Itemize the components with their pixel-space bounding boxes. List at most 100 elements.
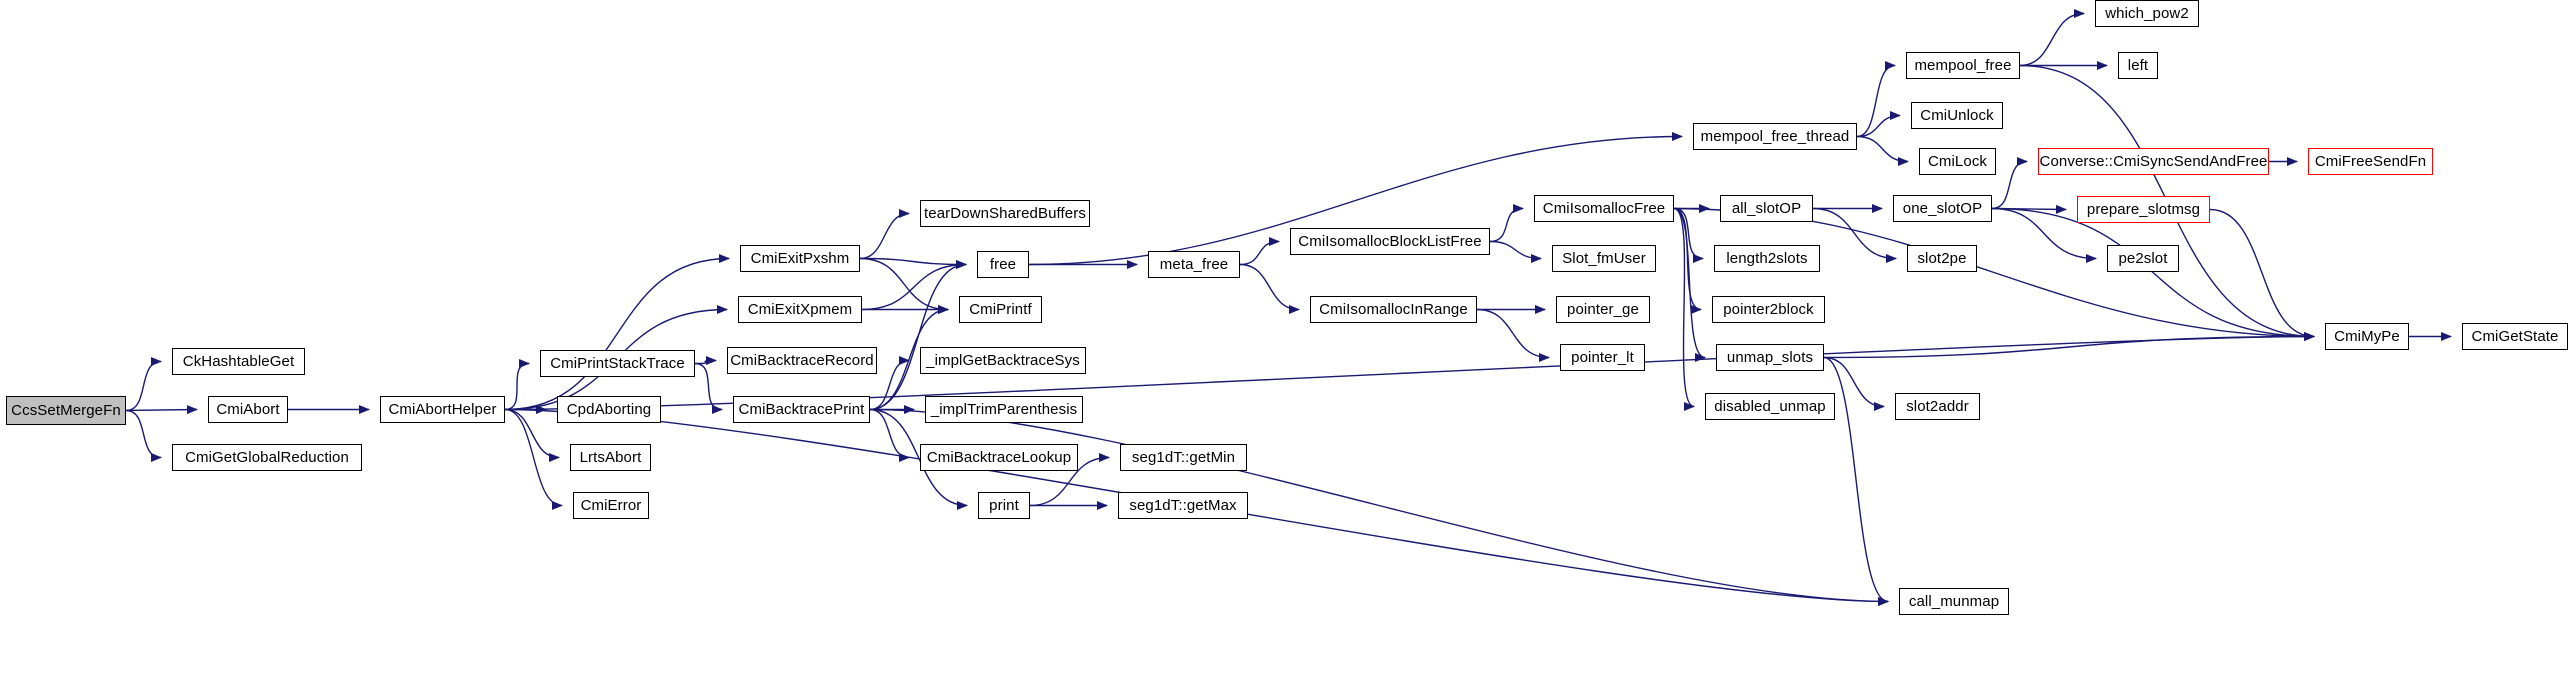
graph-node-unmap-slots[interactable]: unmap_slots xyxy=(1716,344,1824,371)
graph-node-label: LrtsAbort xyxy=(579,449,642,466)
graph-node-label: CmiFreeSendFn xyxy=(2314,153,2427,170)
graph-node-teardownsharedbuffers[interactable]: tearDownSharedBuffers xyxy=(920,200,1090,227)
graph-node-cmilock[interactable]: CmiLock xyxy=(1919,148,1996,175)
graph-edge xyxy=(694,362,723,414)
graph-node-label: CmiGetGlobalReduction xyxy=(185,449,349,466)
graph-node-all-slotop[interactable]: all_slotOP xyxy=(1720,195,1813,222)
graph-edge xyxy=(504,408,563,510)
graph-node-cmierror[interactable]: CmiError xyxy=(573,492,649,519)
graph-edge xyxy=(2209,208,2315,341)
graph-node-cmiisomallocinrange[interactable]: CmiIsomallocInRange xyxy=(1310,296,1477,323)
graph-node-label: tearDownSharedBuffers xyxy=(924,205,1086,222)
graph-node-label: call_munmap xyxy=(1908,593,2000,610)
graph-edge xyxy=(1239,263,1300,314)
graph-node-meta-free[interactable]: meta_free xyxy=(1148,251,1240,278)
graph-node-lrtsabort[interactable]: LrtsAbort xyxy=(570,444,651,471)
graph-edge xyxy=(504,254,730,411)
graph-node-cmiunlock[interactable]: CmiUnlock xyxy=(1911,102,2003,129)
graph-node-label: slot2pe xyxy=(1917,250,1967,267)
graph-edge xyxy=(1489,204,1524,243)
graph-node-label: CmiPrintf xyxy=(969,301,1032,318)
graph-node-cmifreesendfn[interactable]: CmiFreeSendFn xyxy=(2308,148,2433,175)
graph-node--impltrimparenthesis[interactable]: _implTrimParenthesis xyxy=(925,396,1083,423)
graph-node-length2slots[interactable]: length2slots xyxy=(1714,245,1820,272)
graph-edge xyxy=(869,408,910,462)
graph-edge xyxy=(859,257,949,314)
graph-node-label: meta_free xyxy=(1159,256,1229,273)
graph-node-converse-cmisyncsendandfree[interactable]: Converse::CmiSyncSendAndFree xyxy=(2038,148,2269,175)
graph-node-pe2slot[interactable]: pe2slot xyxy=(2107,245,2179,272)
graph-node-label: mempool_free_thread xyxy=(1700,128,1850,145)
graph-node-label: pointer_ge xyxy=(1567,301,1639,318)
graph-node-label: mempool_free xyxy=(1914,57,2012,74)
graph-node-cmiprintstacktrace[interactable]: CmiPrintStackTrace xyxy=(540,350,695,377)
graph-node-pointer2block[interactable]: pointer2block xyxy=(1712,296,1825,323)
graph-edge xyxy=(1673,207,1706,362)
graph-edge xyxy=(504,359,530,411)
graph-edge xyxy=(1812,207,1897,263)
graph-node-label: unmap_slots xyxy=(1726,349,1814,366)
graph-node-label: CmiUnlock xyxy=(1920,107,1994,124)
graph-node-slot-fmuser[interactable]: Slot_fmUser xyxy=(1552,245,1656,272)
graph-node-cmiaborthelper[interactable]: CmiAbortHelper xyxy=(380,396,505,423)
graph-node-free[interactable]: free xyxy=(977,251,1029,278)
graph-node-mempool-free-thread[interactable]: mempool_free_thread xyxy=(1693,123,1857,150)
graph-node-label: CmiExitPxshm xyxy=(750,250,850,267)
graph-node-label: prepare_slotmsg xyxy=(2086,201,2201,218)
graph-node-label: seg1dT::getMax xyxy=(1129,497,1237,514)
graph-edge xyxy=(1673,207,1695,411)
graph-edge xyxy=(1991,204,2067,214)
graph-node-label: CcsSetMergeFn xyxy=(11,402,121,419)
graph-node-label: seg1dT::getMin xyxy=(1131,449,1236,466)
graph-edge xyxy=(869,260,967,411)
graph-node-cpdaborting[interactable]: CpdAborting xyxy=(557,396,661,423)
graph-node-seg1dt-getmax[interactable]: seg1dT::getMax xyxy=(1118,492,1248,519)
graph-node-cmibacktracerecord[interactable]: CmiBacktraceRecord xyxy=(727,347,877,374)
graph-node-disabled-unmap[interactable]: disabled_unmap xyxy=(1705,393,1835,420)
graph-edge xyxy=(859,257,967,269)
graph-node-prepare-slotmsg[interactable]: prepare_slotmsg xyxy=(2077,196,2210,223)
graph-edge xyxy=(2019,9,2085,67)
graph-edge xyxy=(859,209,910,260)
graph-node-one-slotop[interactable]: one_slotOP xyxy=(1893,195,1992,222)
graph-node-pointer-lt[interactable]: pointer_lt xyxy=(1560,344,1645,371)
graph-node-seg1dt-getmin[interactable]: seg1dT::getMin xyxy=(1120,444,1247,471)
graph-node-label: all_slotOP xyxy=(1731,200,1802,217)
graph-node-cmigetglobalreduction[interactable]: CmiGetGlobalReduction xyxy=(172,444,362,471)
graph-node-cmigetstate[interactable]: CmiGetState xyxy=(2462,323,2568,350)
graph-node-cmibacktracelookup[interactable]: CmiBacktraceLookup xyxy=(920,444,1078,471)
graph-node-label: length2slots xyxy=(1726,250,1808,267)
graph-node-label: CpdAborting xyxy=(566,401,652,418)
graph-node-mempool-free[interactable]: mempool_free xyxy=(1906,52,2020,79)
graph-edge xyxy=(1856,111,1901,138)
graph-node-label: CmiIsomallocBlockListFree xyxy=(1298,233,1482,250)
graph-node-left[interactable]: left xyxy=(2118,52,2158,79)
graph-node-cmiexitpxshm[interactable]: CmiExitPxshm xyxy=(740,245,860,272)
graph-node-pointer-ge[interactable]: pointer_ge xyxy=(1556,296,1650,323)
graph-edge xyxy=(1476,308,1550,362)
graph-node-cmiisomallocfree[interactable]: CmiIsomallocFree xyxy=(1534,195,1674,222)
graph-edge xyxy=(125,357,162,412)
graph-edge xyxy=(1856,135,1909,166)
graph-node-cmiprintf[interactable]: CmiPrintf xyxy=(959,296,1042,323)
graph-node-label: free xyxy=(989,256,1017,273)
graph-node-cmiexitxpmem[interactable]: CmiExitXpmem xyxy=(738,296,862,323)
graph-node-ccssetmergefn[interactable]: CcsSetMergeFn xyxy=(6,396,126,425)
graph-node-print[interactable]: print xyxy=(978,492,1030,519)
graph-node-slot2pe[interactable]: slot2pe xyxy=(1907,245,1977,272)
graph-edge xyxy=(861,260,967,311)
graph-node-which-pow2[interactable]: which_pow2 xyxy=(2095,0,2199,27)
graph-node-ckhashtableget[interactable]: CkHashtableGet xyxy=(172,348,305,375)
graph-node-slot2addr[interactable]: slot2addr xyxy=(1895,393,1980,420)
graph-node-call-munmap[interactable]: call_munmap xyxy=(1899,588,2009,615)
graph-edge xyxy=(1991,157,2028,210)
graph-node-cmibacktraceprint[interactable]: CmiBacktracePrint xyxy=(733,396,870,423)
graph-node-cmiisomallocblocklistfree[interactable]: CmiIsomallocBlockListFree xyxy=(1290,228,1490,255)
graph-node-cmiabort[interactable]: CmiAbort xyxy=(208,396,288,423)
graph-node-cmimype[interactable]: CmiMyPe xyxy=(2325,323,2409,350)
graph-node-label: CmiLock xyxy=(1927,153,1988,170)
graph-node--implgetbacktracesys[interactable]: _implGetBacktraceSys xyxy=(920,347,1086,374)
graph-node-label: one_slotOP xyxy=(1902,200,1983,217)
